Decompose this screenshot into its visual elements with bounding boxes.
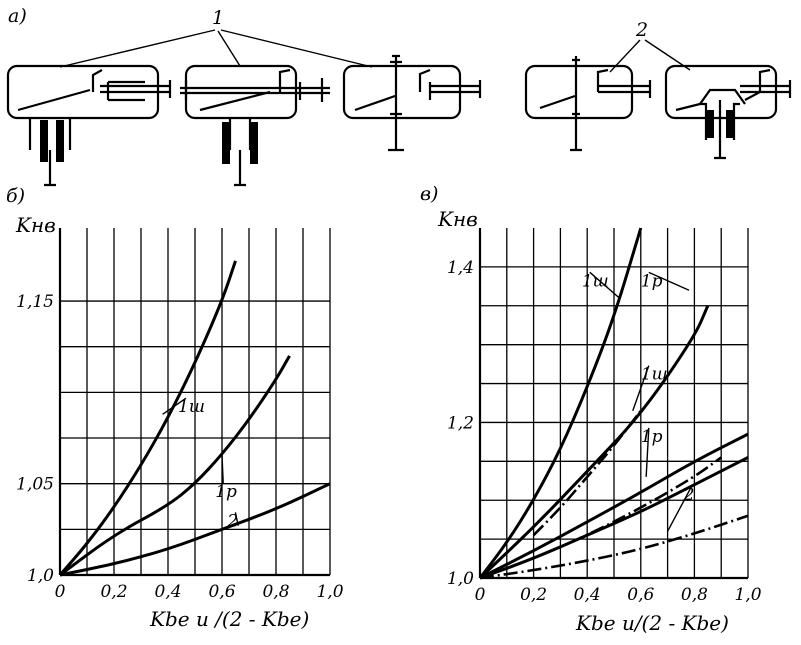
gearbox-scheme-1	[6, 64, 172, 187]
curve-label-leader	[645, 427, 650, 477]
x-tick-label: 0	[55, 582, 66, 602]
leader-lines-2	[609, 39, 691, 73]
curve-label-leader	[589, 271, 620, 299]
y-tick-label: 1,05	[16, 475, 54, 495]
x-tick-label: 0	[475, 585, 486, 605]
y-axis-label-b: Kнв	[15, 213, 56, 237]
y-tick-label: 1,0	[27, 566, 54, 586]
series-line	[58, 260, 237, 576]
curve-label: 1р	[215, 482, 237, 502]
x-tick-label: 0,2	[100, 582, 127, 602]
x-tick-label: 0,6	[627, 585, 654, 605]
x-tick-label: 0,2	[520, 585, 547, 605]
gearbox-scheme-5	[664, 64, 792, 160]
series-line	[59, 355, 291, 577]
curve-label-leader	[648, 271, 690, 291]
series-line	[479, 514, 749, 580]
panel-label-b: б)	[6, 185, 25, 207]
gearbox-scheme-3	[342, 54, 482, 152]
x-tick-label: 0,8	[681, 585, 708, 605]
y-tick-label: 1,2	[447, 413, 474, 433]
chart-c: Kнв Kbe и/(2 - Kbe) 0 0,2 0,4 0,6 0,8 1,0 1,0 1…	[437, 207, 762, 635]
curve-label: 1ш	[641, 365, 668, 385]
series-line	[478, 227, 643, 579]
callout-2: 2	[635, 19, 648, 41]
y-tick-label: 1,4	[447, 258, 474, 278]
curve-label-leader	[234, 512, 239, 526]
gearbox-scheme-4	[524, 56, 652, 152]
series-line	[479, 432, 749, 580]
gearbox-scheme-2	[180, 64, 330, 187]
series-line	[479, 456, 749, 580]
curve-label: 1р	[641, 427, 663, 447]
y-axis-label-c: Kнв	[437, 207, 478, 231]
x-tick-label: 0,6	[208, 582, 235, 602]
curve-label-leader	[162, 397, 187, 415]
x-tick-label: 0,4	[574, 585, 601, 605]
x-tick-label: 1,0	[316, 582, 343, 602]
x-axis-label-c: Kbe и/(2 - Kbe)	[575, 611, 729, 635]
curve-label: 2	[683, 485, 695, 505]
x-tick-label: 1,0	[734, 585, 761, 605]
leader-lines-1	[59, 29, 373, 68]
callout-1: 1	[212, 7, 224, 29]
x-tick-label: 0,8	[262, 582, 289, 602]
chart-b: Kнв Kbe и /(2 - Kbe) 0 0,2 0,4 0,6 0,8 1,0 1,0…	[15, 213, 344, 631]
curve-label-leader	[632, 365, 650, 412]
series-line	[59, 482, 331, 577]
curve-label: 1ш	[178, 397, 205, 417]
panel-label-a: а)	[8, 5, 27, 27]
y-tick-label: 1,15	[16, 292, 54, 312]
curve-label-leader	[666, 485, 693, 532]
series-line	[478, 305, 710, 580]
curve-label-leader	[221, 454, 224, 484]
curve-label: 1ш	[582, 271, 609, 291]
curve-label: 2	[226, 511, 238, 531]
x-axis-label-b: Kbe и /(2 - Kbe)	[149, 607, 309, 631]
x-tick-label: 0,4	[154, 582, 181, 602]
panel-label-c: в)	[420, 183, 438, 205]
y-tick-label: 1,0	[447, 569, 474, 589]
series-line	[532, 409, 642, 537]
schematic-panel: а) 1 2	[6, 5, 792, 187]
